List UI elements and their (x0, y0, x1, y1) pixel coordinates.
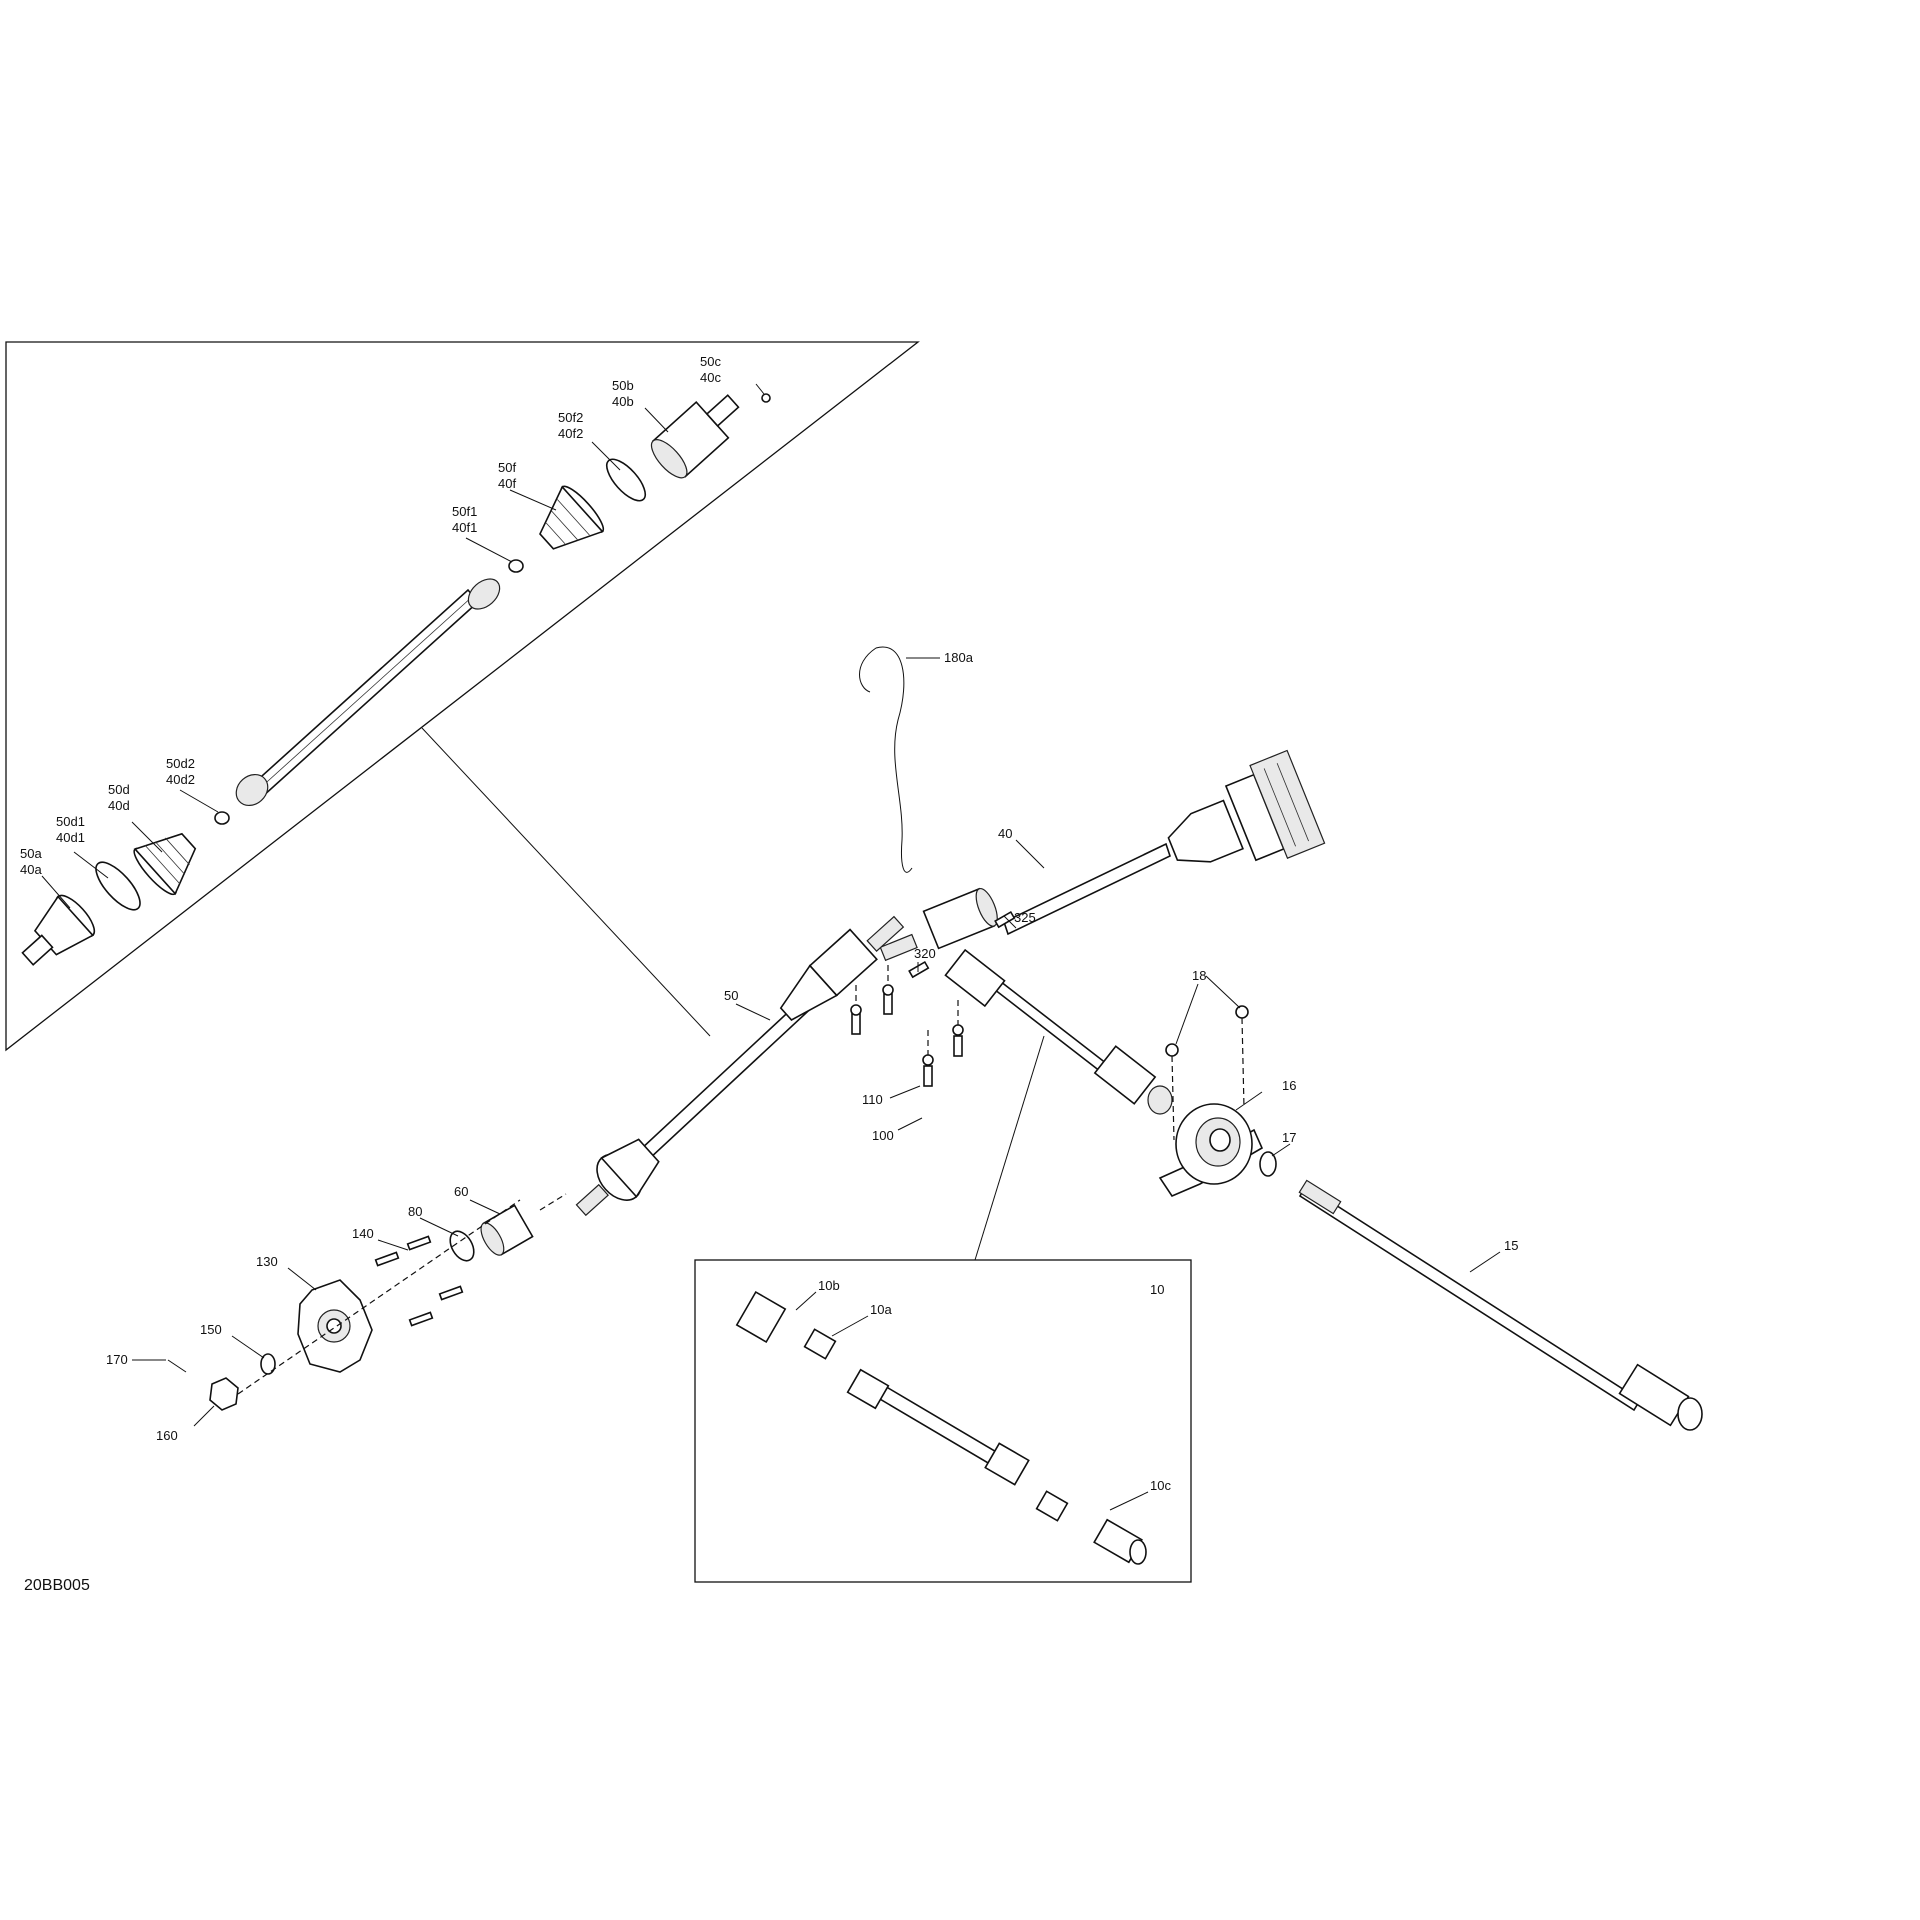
nut-18a (1165, 1043, 1179, 1057)
callout-130: 130 (256, 1254, 278, 1269)
callout-10a: 10a (870, 1302, 892, 1317)
callout-140: 140 (352, 1226, 374, 1241)
callout-40f: 40f (498, 476, 516, 491)
callout-40d1: 40d1 (56, 830, 85, 845)
bearing-60 (480, 1204, 534, 1256)
inset-leader-line-lower (974, 1035, 1045, 1261)
inset-leader-line (421, 727, 711, 1037)
bolt-140c (438, 1285, 464, 1301)
shaft-15 (1298, 1179, 1703, 1431)
callout-50f2: 50f2 (558, 410, 583, 425)
callout-40a: 40a (20, 862, 42, 877)
callout-10b: 10b (818, 1278, 840, 1293)
callout-40d2: 40d2 (166, 772, 195, 787)
callout-17: 17 (1282, 1130, 1296, 1145)
callout-180a: 180a (944, 650, 974, 665)
callout-60: 60 (454, 1184, 468, 1199)
callout-50: 50 (724, 988, 738, 1003)
callout-50c: 50c (700, 354, 721, 369)
nut-18b (1235, 1005, 1249, 1019)
hose-180a (859, 646, 913, 873)
callout-50f: 50f (498, 460, 516, 475)
cotter-pin-170 (167, 1359, 187, 1373)
callout-80: 80 (408, 1204, 422, 1219)
callout-150: 150 (200, 1322, 222, 1337)
upper-inset-frame (5, 341, 920, 1052)
lower-inset-frame (694, 1259, 1192, 1583)
washer-150 (260, 1353, 276, 1375)
bolt-140b (374, 1251, 400, 1267)
callout-50d1: 50d1 (56, 814, 85, 829)
callout-100: 100 (872, 1128, 894, 1143)
drive-shaft-40 (879, 749, 1326, 962)
callout-160: 160 (156, 1428, 178, 1443)
wheel-hub-130 (297, 1279, 373, 1373)
callout-40c: 40c (700, 370, 721, 385)
callout-40f2: 40f2 (558, 426, 583, 441)
carrier-bearing-16 (1158, 1103, 1264, 1197)
callout-50b: 50b (612, 378, 634, 393)
bolt-cluster (850, 910, 1016, 1087)
cv-axle-exploded (21, 393, 771, 966)
bolt-140d (408, 1311, 434, 1327)
callout-170: 170 (106, 1352, 128, 1367)
ring-17 (1259, 1151, 1277, 1177)
callout-40b: 40b (612, 394, 634, 409)
callout-50d2: 50d2 (166, 756, 195, 771)
bolt-140a (406, 1235, 432, 1251)
callout-40d: 40d (108, 798, 130, 813)
diagram-code: 20BB005 (24, 1577, 90, 1594)
callout-50d: 50d (108, 782, 130, 797)
callout-40f1: 40f1 (452, 520, 477, 535)
callout-50f1: 50f1 (452, 504, 477, 519)
callout-40: 40 (998, 826, 1012, 841)
callout-320: 320 (914, 946, 936, 961)
callout-10: 10 (1150, 1282, 1164, 1297)
callout-10c: 10c (1150, 1478, 1171, 1493)
ring-80 (449, 1230, 475, 1262)
nut-160 (209, 1377, 239, 1411)
callout-labels: 50c 40c 50b 40b 50f2 40f2 50f 40f 50f1 4… (20, 354, 1518, 1594)
callout-50a: 50a (20, 846, 42, 861)
propshaft-exploded (735, 1290, 1147, 1565)
callout-18: 18 (1192, 968, 1206, 983)
callout-110: 110 (862, 1092, 883, 1107)
callout-325: 325 (1014, 910, 1036, 925)
propeller-shaft-10 (944, 948, 1173, 1115)
leader-lines (41, 383, 1501, 1511)
callout-16: 16 (1282, 1078, 1296, 1093)
callout-15: 15 (1504, 1238, 1518, 1253)
drive-shaft-50 (575, 915, 905, 1217)
